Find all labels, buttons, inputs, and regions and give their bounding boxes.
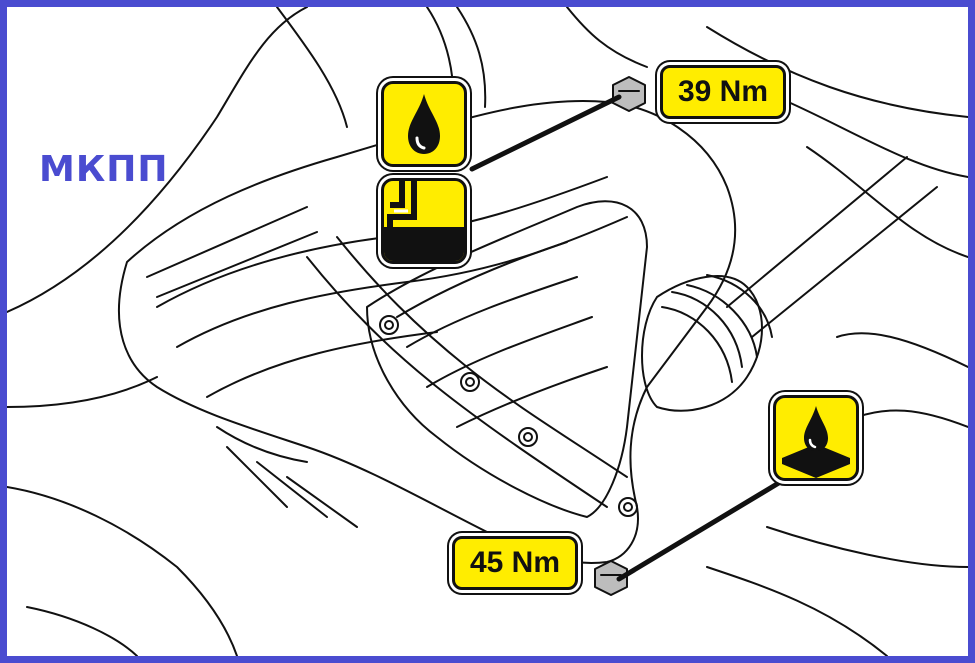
- oil-drop-icon: [408, 94, 440, 154]
- oil-drain-icon: [782, 406, 850, 478]
- drain-plug-torque-label: 45 Nm: [452, 536, 578, 590]
- oil-drain-badge: [773, 395, 859, 481]
- oil-fill-badge: [381, 81, 467, 167]
- oil-level-icon: [384, 181, 464, 261]
- oil-level-badge: [381, 178, 467, 264]
- fill-plug-torque-label: 39 Nm: [660, 65, 786, 119]
- diagram-title: МКПП: [39, 149, 169, 190]
- transmission-drawing: [7, 7, 968, 656]
